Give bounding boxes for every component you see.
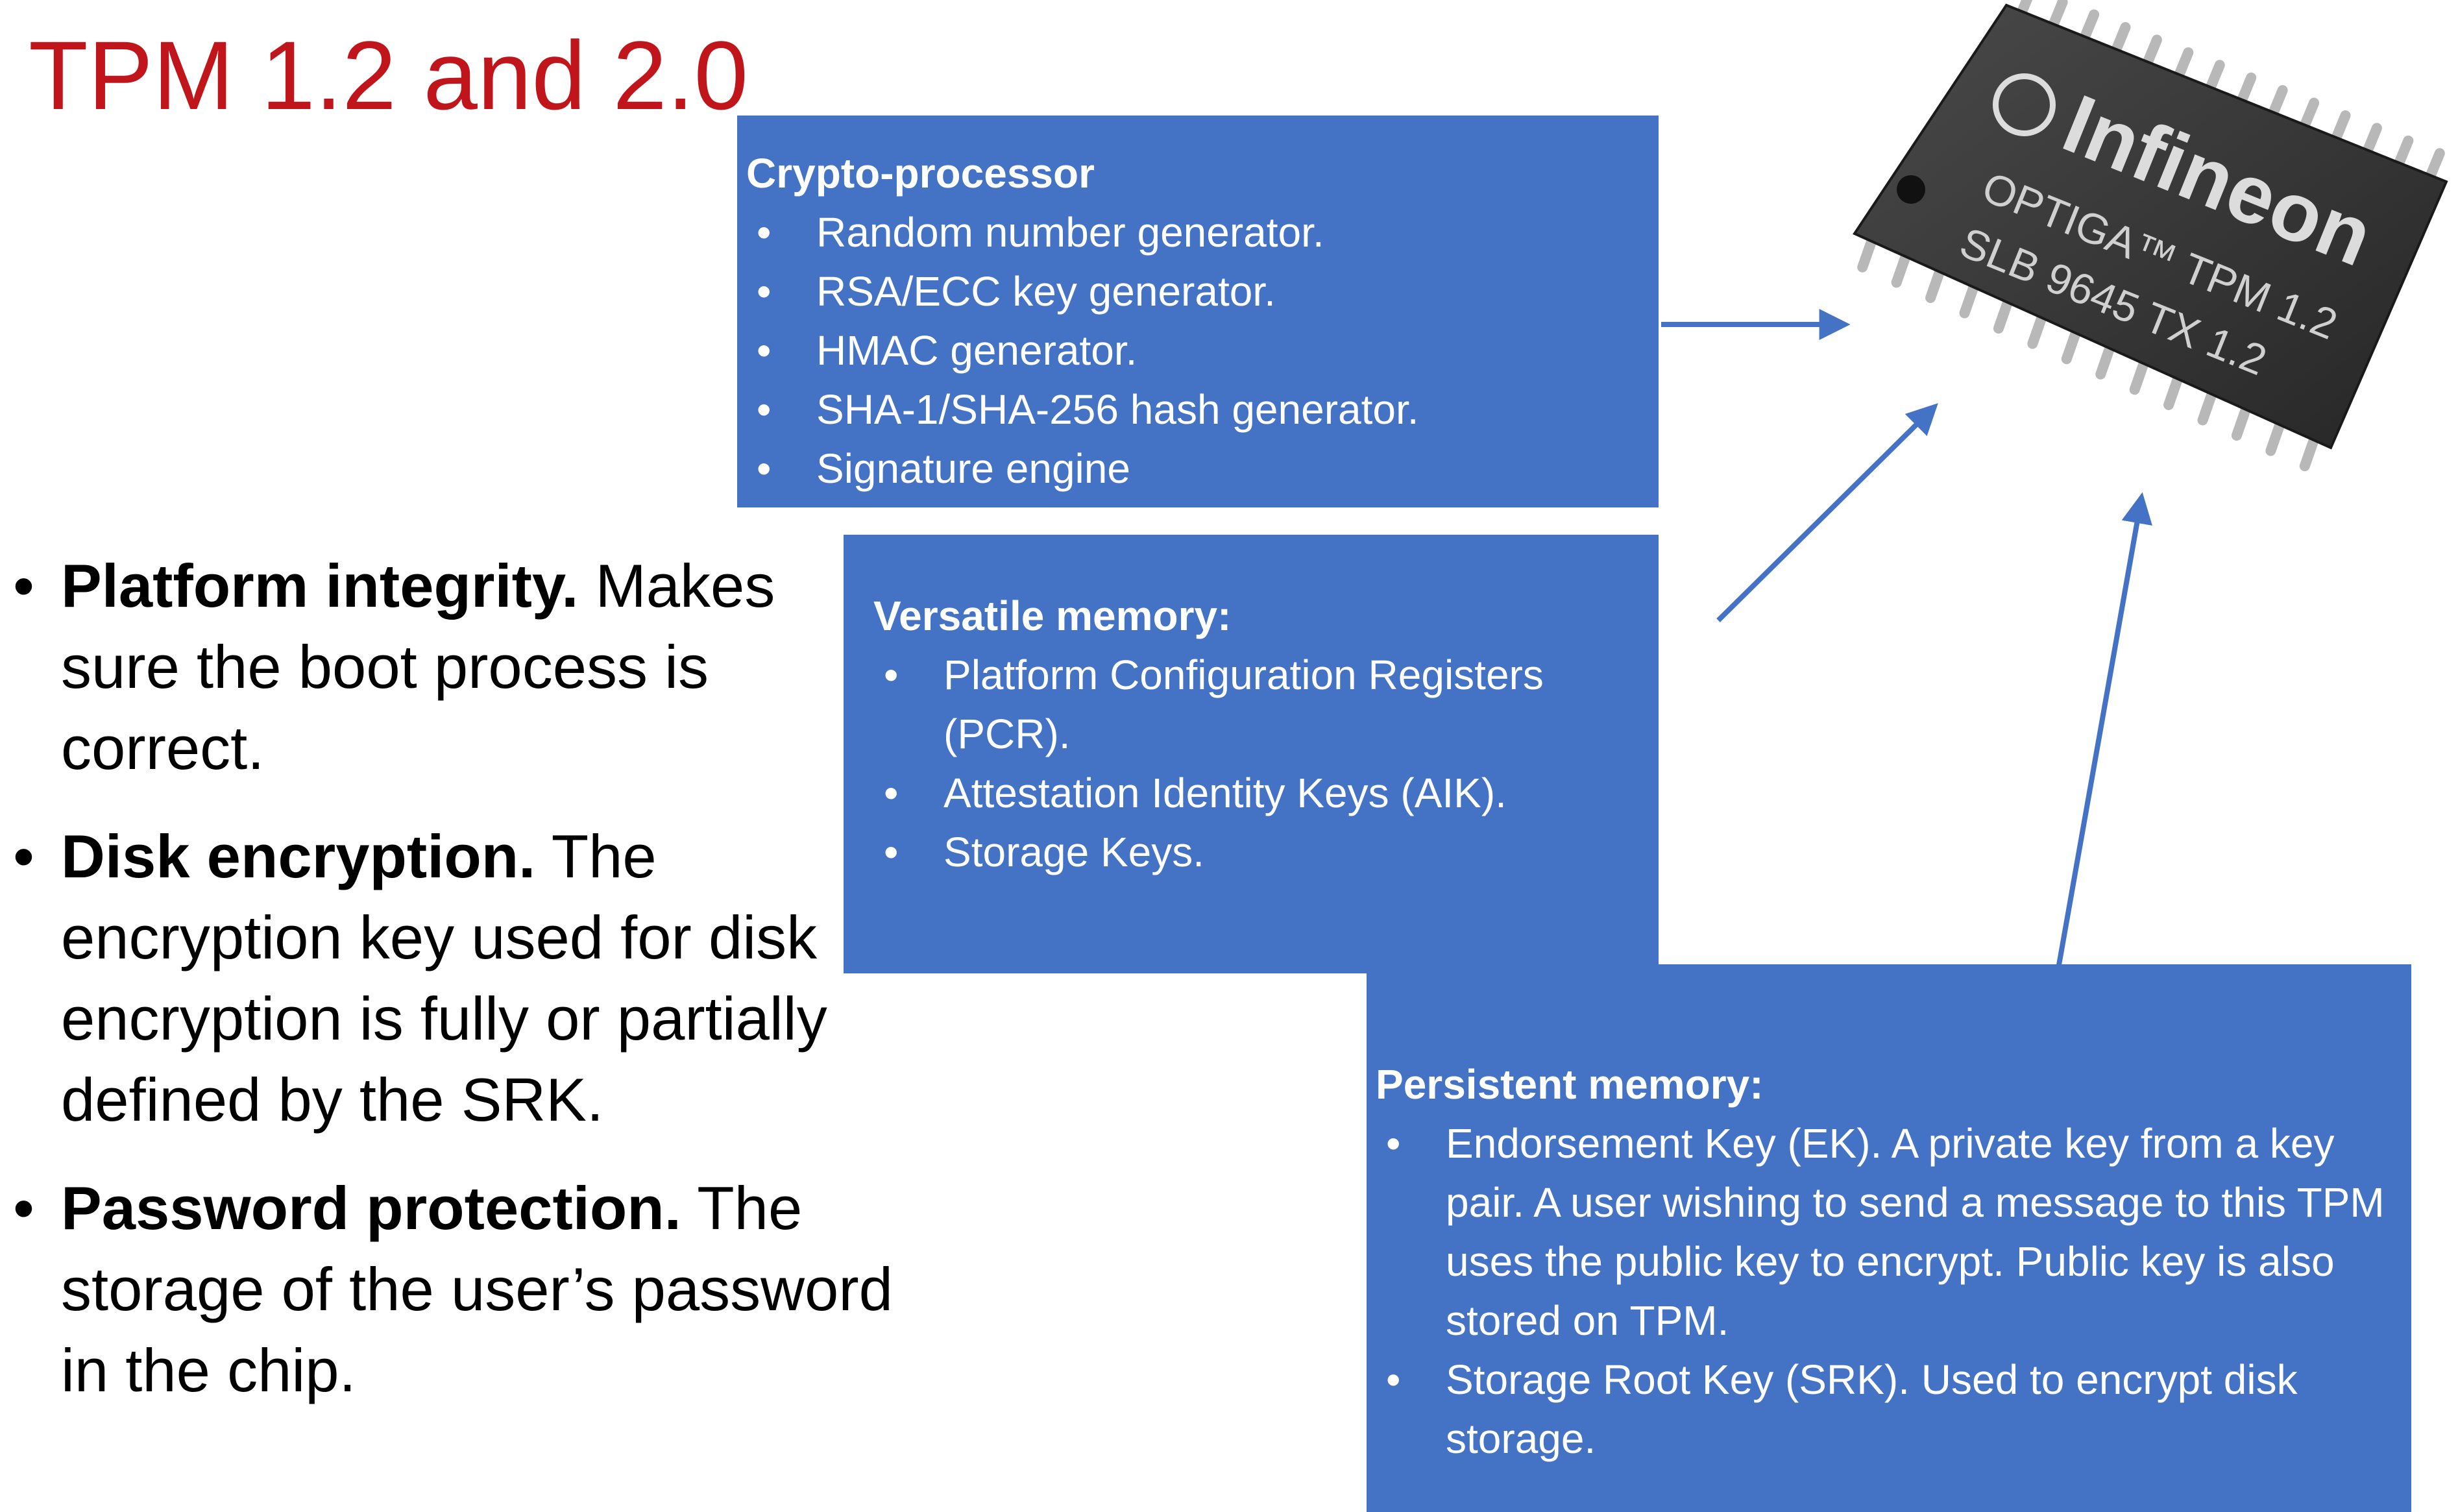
chip-pin — [2027, 312, 2047, 349]
chip-pin — [2265, 419, 2285, 456]
list-item: SHA-1/SHA-256 hash generator. — [746, 380, 1649, 439]
crypto-processor-box: Crypto-processor Random number generator… — [737, 116, 1659, 507]
crypto-processor-heading: Crypto-processor — [746, 150, 1095, 197]
list-item: Random number generator. — [746, 203, 1649, 262]
feature-list: Platform integrity. Makes sure the boot … — [13, 545, 908, 1438]
list-item: Storage Root Key (SRK). Used to encrypt … — [1376, 1350, 2396, 1469]
list-item: RSA/ECC key generator. — [746, 262, 1649, 321]
persistent-memory-list: Endorsement Key (EK). A private key from… — [1376, 1114, 2396, 1469]
chip-pin — [2111, 22, 2131, 55]
list-item: Endorsement Key (EK). A private key from… — [1376, 1114, 2396, 1350]
chip-pin — [1993, 297, 2013, 334]
feature-text: The storage of the user’s password in th… — [61, 1174, 893, 1404]
versatile-memory-heading: Versatile memory: — [873, 592, 1232, 639]
chip-body — [1853, 3, 2448, 450]
chip-pin — [2048, 0, 2068, 30]
feature-term: Password protection. — [61, 1174, 681, 1242]
chip-pin — [2299, 435, 2319, 472]
chip-pins-bottom — [1857, 236, 2319, 472]
chip-pin — [1925, 266, 1945, 303]
chip-pin — [2061, 328, 2081, 365]
feature-text: Makes sure the boot process is correct. — [61, 552, 775, 782]
persistent-memory-box: Persistent memory: Endorsement Key (EK).… — [1367, 964, 2411, 1512]
chip-pin — [2268, 85, 2288, 118]
chip-pin — [1891, 251, 1911, 288]
chip-pin — [2174, 47, 2194, 80]
chip-pin — [2197, 389, 2217, 426]
chip-pin — [2237, 72, 2257, 105]
arrow-versatile-to-chip — [1716, 403, 1938, 622]
chip-pin — [2095, 343, 2115, 380]
feature-term: Platform integrity. — [61, 552, 579, 620]
versatile-memory-box: Versatile memory: Platform Configuration… — [844, 535, 1659, 973]
feature-text: The encryption key used for disk encrypt… — [61, 822, 827, 1134]
persistent-memory-heading: Persistent memory: — [1376, 1061, 1764, 1108]
chip-pin — [2362, 123, 2382, 156]
tpm-chip-image: Infineon OPTIGA™ TPM 1.2 SLB 9645 TX 1.2 — [1853, 3, 2448, 450]
chip-pin — [1857, 236, 1877, 273]
infineon-logo-icon — [1992, 73, 2056, 136]
chip-pin — [2163, 373, 2184, 410]
feature-item-password-protection: Password protection. The storage of the … — [13, 1167, 908, 1411]
list-item: HMAC generator. — [746, 321, 1649, 380]
crypto-processor-list: Random number generator. RSA/ECC key gen… — [746, 203, 1649, 498]
arrow-persistent-to-chip — [2039, 492, 2152, 1065]
chip-pin — [1959, 282, 1979, 319]
chip-pin1-dot — [1897, 175, 1925, 204]
feature-term: Disk encryption. — [61, 822, 536, 890]
chip-pin — [2425, 148, 2445, 181]
chip-pin — [2142, 34, 2162, 67]
chip-pin — [2394, 135, 2414, 168]
feature-item-disk-encryption: Disk encryption. The encryption key used… — [13, 816, 908, 1140]
chip-pins-top — [2017, 0, 2445, 181]
chip-pin — [2205, 60, 2225, 93]
chip-pin — [2231, 404, 2251, 441]
chip-pin — [2331, 110, 2351, 143]
slide-title: TPM 1.2 and 2.0 — [29, 21, 748, 130]
chip-pin — [2300, 97, 2320, 130]
chip-pin — [2017, 0, 2033, 17]
feature-item-platform-integrity: Platform integrity. Makes sure the boot … — [13, 545, 908, 788]
chip-pin — [2129, 358, 2149, 395]
chip-pin — [2080, 9, 2100, 42]
list-item: Signature engine — [746, 439, 1649, 498]
